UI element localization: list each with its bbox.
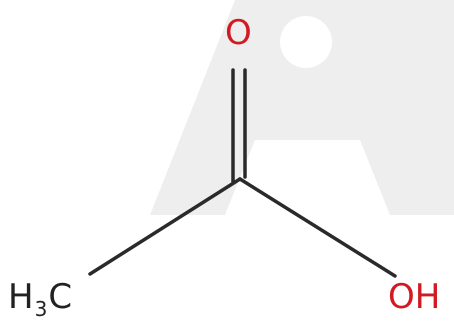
methyl-h-text: H [8,277,34,317]
hydroxyl-label: OH [388,280,440,314]
watermark-a-shape [150,0,454,215]
single-bond-methyl [88,177,242,276]
methyl-subscript: 3 [34,297,48,321]
carbonyl-oxygen-label: O [225,16,252,50]
watermark-a-dot [280,16,332,68]
watermark-logo [150,0,454,215]
bonds [88,68,397,278]
carbonyl-oxygen-text: O [225,13,252,53]
methyl-label: H3C [8,277,73,319]
methyl-c-text: C [48,277,73,317]
hydroxyl-text: OH [388,277,441,317]
single-bond-hydroxyl [238,177,397,278]
